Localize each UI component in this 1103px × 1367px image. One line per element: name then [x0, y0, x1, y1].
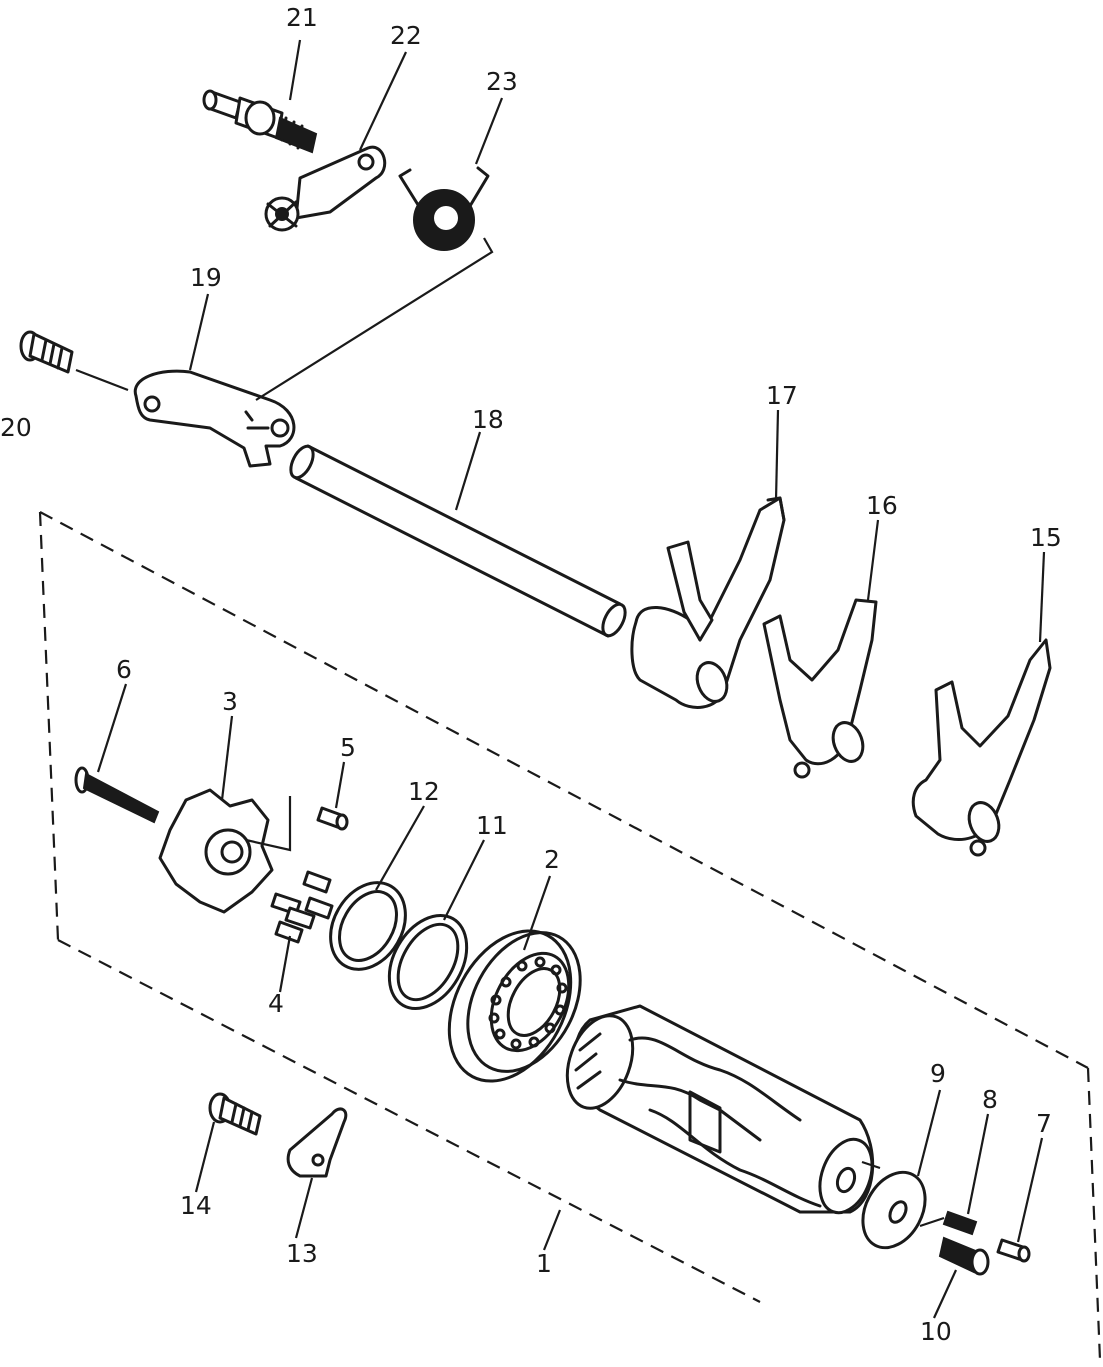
callout-11: 11: [476, 811, 508, 840]
callout-9: 9: [930, 1059, 946, 1088]
part-6-screw: [74, 766, 160, 824]
callout-21: 21: [286, 3, 318, 32]
part-3-segment: [158, 788, 274, 914]
part-17-shift-fork: [630, 496, 786, 709]
callout-5: 5: [340, 733, 356, 762]
callout-15: 15: [1030, 523, 1062, 552]
part-11-ring: [387, 913, 469, 1011]
assembly-boundary: [38, 511, 1102, 1361]
callout-4: 4: [268, 989, 284, 1018]
callout-19: 19: [190, 263, 222, 292]
callout-23: 23: [486, 67, 518, 96]
part-19-shift-lever: [133, 369, 296, 468]
callout-22: 22: [390, 21, 422, 50]
callout-14: 14: [180, 1191, 212, 1220]
part-2-bearing: [447, 929, 582, 1083]
callout-20: 20: [0, 413, 32, 442]
part-16-shift-fork: [762, 598, 878, 779]
part-21-bolt: [202, 89, 318, 154]
part-1-shift-drum: [565, 1004, 875, 1215]
callout-12: 12: [408, 777, 440, 806]
callout-6: 6: [116, 655, 132, 684]
part-9-plate: [861, 1170, 927, 1250]
part-14-screw: [208, 1092, 262, 1136]
leader-lines: [75, 39, 1046, 1319]
callout-numbers: 21 22 23 19 20 18 17 16 15 6 3 5 12 11 2…: [0, 3, 1062, 1346]
part-15-shift-fork: [911, 638, 1052, 857]
callout-17: 17: [766, 381, 798, 410]
callout-8: 8: [982, 1085, 998, 1114]
callout-18: 18: [472, 405, 504, 434]
part-22-stopper-lever: [264, 145, 387, 232]
callout-2: 2: [544, 845, 560, 874]
part-20-screw: [19, 330, 74, 374]
part-4-pins: [270, 870, 334, 944]
callout-13: 13: [286, 1239, 318, 1268]
part-13-stopper: [286, 1107, 348, 1178]
callout-1: 1: [536, 1249, 552, 1278]
callout-7: 7: [1036, 1109, 1052, 1138]
callout-10: 10: [920, 1317, 952, 1346]
part-8-screw: [942, 1210, 978, 1236]
callout-16: 16: [866, 491, 898, 520]
part-23-spring: [398, 166, 490, 251]
part-10-screw: [938, 1236, 990, 1276]
part-5-pin: [316, 806, 349, 831]
callout-3: 3: [222, 687, 238, 716]
part-7-pin: [996, 1238, 1031, 1263]
part-12-ring: [329, 881, 407, 971]
part-18-shift-fork-shaft: [289, 444, 627, 638]
